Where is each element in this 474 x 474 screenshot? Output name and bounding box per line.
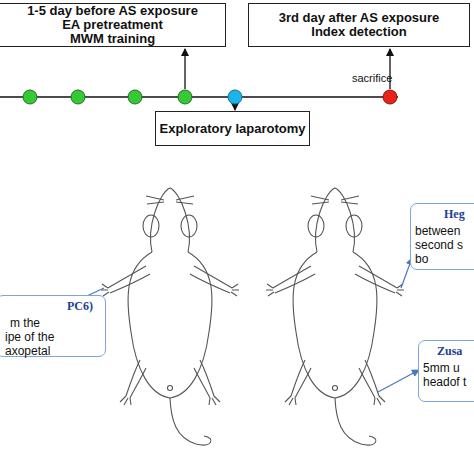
day-marker bbox=[128, 90, 142, 104]
rat-drawing bbox=[143, 215, 159, 237]
leader-arrow bbox=[378, 370, 419, 392]
leader-arrow bbox=[234, 105, 235, 110]
acupoint-description: 5mm u headof t bbox=[423, 361, 471, 389]
rat-drawing bbox=[151, 188, 190, 252]
rat-drawing bbox=[120, 396, 131, 405]
rat-drawing bbox=[168, 386, 173, 391]
surgery-marker bbox=[228, 90, 242, 104]
rat-drawing bbox=[101, 188, 239, 445]
stage-text: EA pretreatment bbox=[62, 18, 163, 32]
day-marker bbox=[178, 90, 192, 104]
callout-box: Zusa 5mm u headof t bbox=[418, 340, 474, 402]
rat-drawing bbox=[266, 188, 404, 445]
acupoint-name: Zusa bbox=[419, 344, 474, 358]
rat-drawing bbox=[231, 284, 239, 296]
day-marker bbox=[23, 90, 192, 104]
stage-text: 3rd day after AS exposure bbox=[279, 11, 440, 25]
stage-text: Index detection bbox=[311, 25, 406, 39]
stage-box: 3rd day after AS exposureIndex detection bbox=[248, 3, 470, 47]
stage-box: Exploratory laparotomy bbox=[155, 111, 310, 146]
callout-box: Heg between second s bo bbox=[410, 203, 474, 270]
rat-drawing bbox=[170, 398, 211, 445]
leader-arrow bbox=[74, 258, 419, 392]
rat-drawing bbox=[108, 266, 150, 293]
sacrifice-marker bbox=[383, 90, 397, 104]
rat-drawing bbox=[181, 215, 197, 237]
day-marker bbox=[71, 90, 85, 104]
rat-drawing bbox=[101, 284, 109, 296]
surgery-marker bbox=[228, 90, 242, 104]
acupoint-name: PC6) bbox=[0, 299, 105, 313]
acupoint-description: between second s bo bbox=[415, 224, 473, 266]
acupoint-name: Heg bbox=[411, 207, 474, 221]
rat-drawing bbox=[194, 360, 214, 398]
sacrifice-marker bbox=[383, 90, 397, 104]
stage-text: Exploratory laparotomy bbox=[160, 122, 306, 136]
rat-drawing bbox=[190, 266, 232, 293]
stage-text: 1-5 day before AS exposure bbox=[27, 4, 198, 18]
day-marker bbox=[23, 90, 37, 104]
acupoint-description: m the ipe of the axopetal bbox=[5, 316, 57, 358]
rat-drawing bbox=[146, 196, 194, 204]
leader-arrow bbox=[184, 49, 185, 89]
rat-drawing bbox=[126, 360, 146, 398]
timeline bbox=[0, 97, 398, 98]
stage-box: 1-5 day before AS exposureEA pretreatmen… bbox=[0, 3, 226, 47]
timeline-label: sacrifice bbox=[352, 72, 392, 84]
timeline bbox=[0, 96, 398, 98]
rat-drawing bbox=[128, 252, 212, 398]
callout-box: PC6) m the ipe of the axopetal bbox=[0, 295, 106, 357]
stage-text: MWM training bbox=[70, 32, 155, 46]
rat-drawing bbox=[209, 396, 220, 405]
